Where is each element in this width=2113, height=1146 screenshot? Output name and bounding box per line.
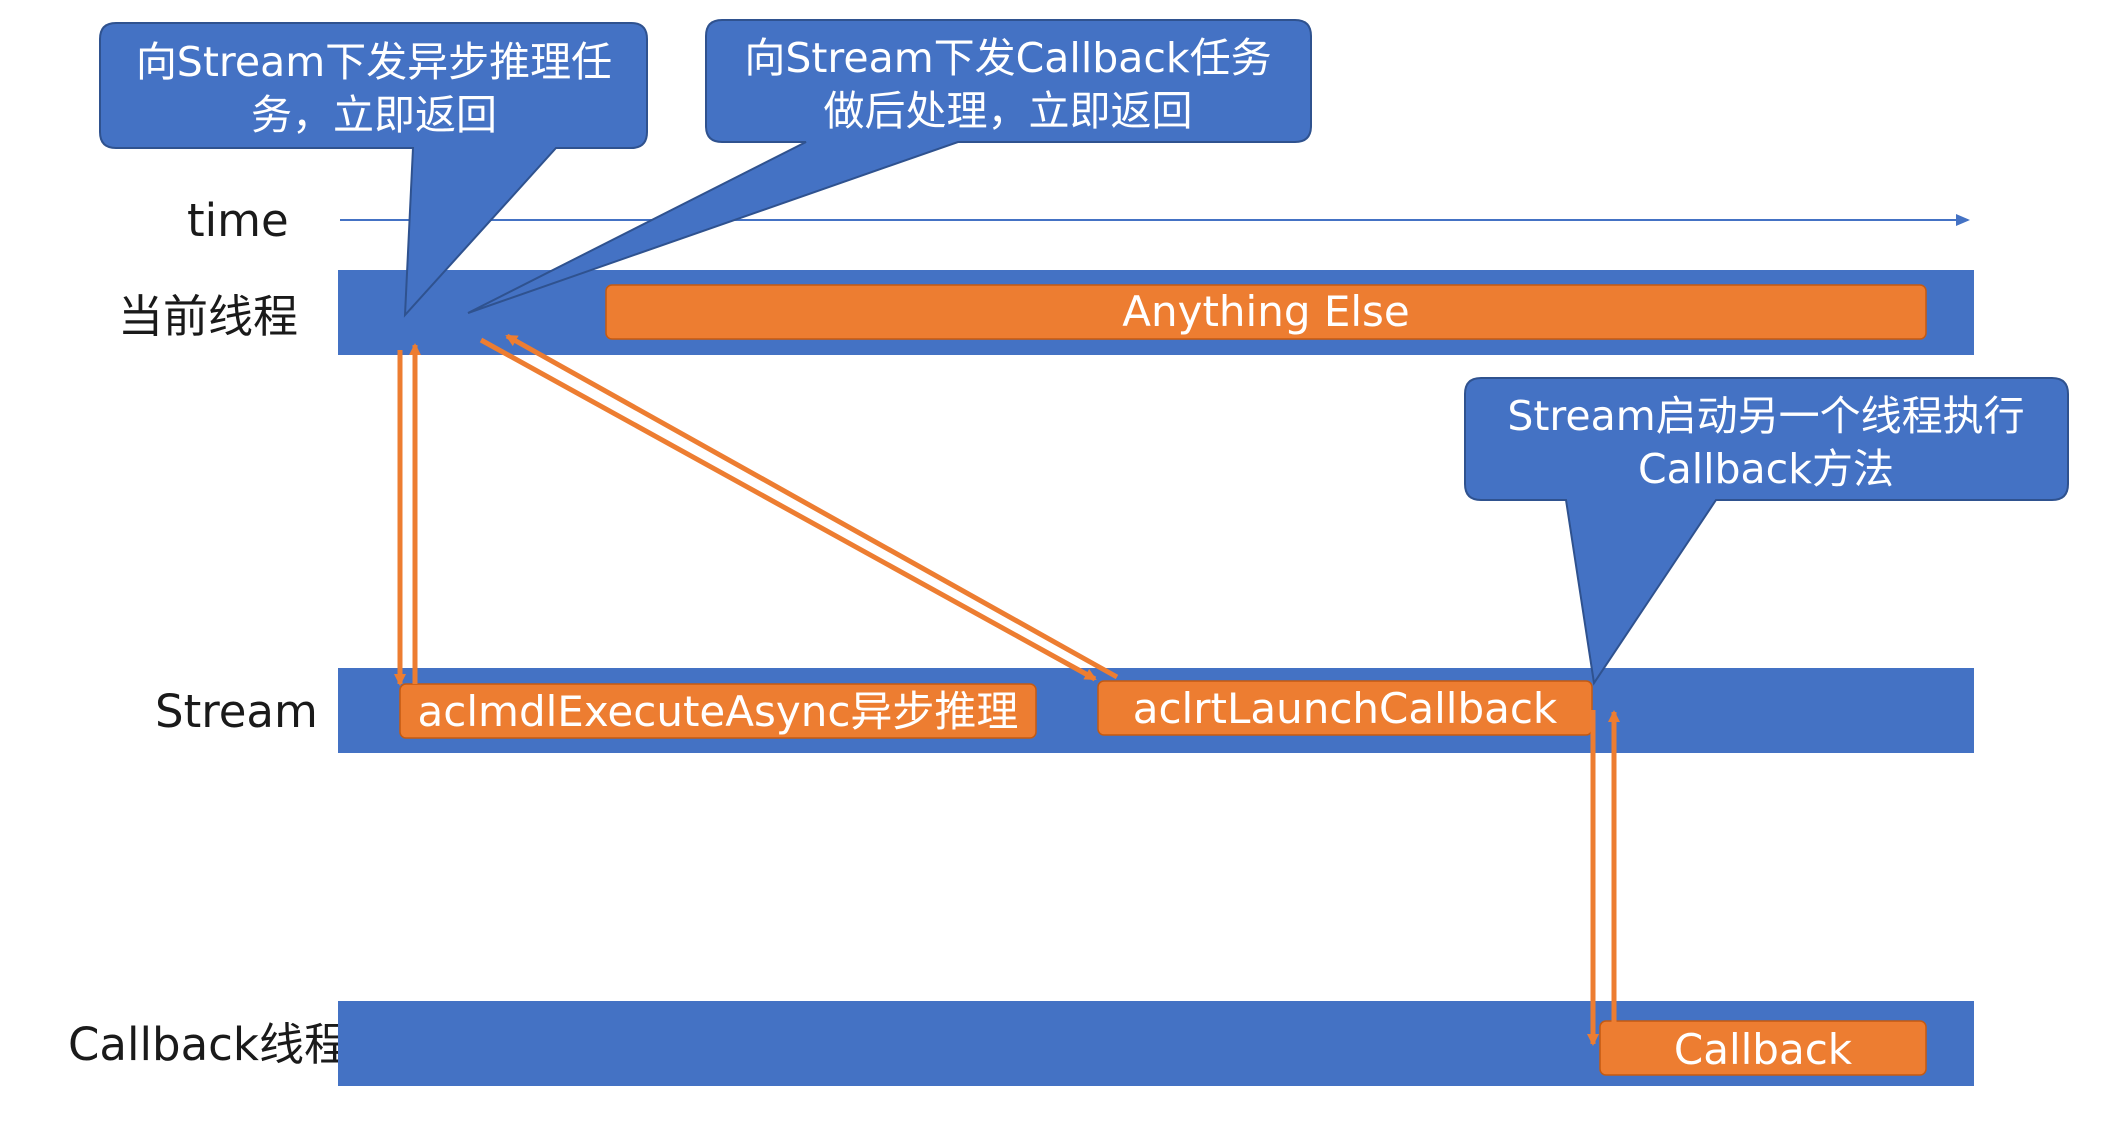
callout-stream-thread — [1464, 377, 2069, 686]
callout-stream-line1: Stream启动另一个线程执行 — [1507, 392, 2024, 440]
lane-label-callback-thread: Callback线程 — [68, 1018, 349, 1071]
callout-infer-line1: 向Stream下发异步推理任 — [136, 38, 612, 86]
arrow-dispatch-launch-callback — [479, 337, 1097, 682]
task-callback — [1599, 1020, 1927, 1076]
lane-label-current-thread: 当前线程 — [118, 290, 298, 343]
time-label: time — [187, 194, 289, 247]
task-execute-async — [399, 683, 1037, 739]
task-anything-else — [605, 284, 1927, 340]
callout-callback-dispatch — [467, 19, 1312, 314]
arrow-return-launch-callback — [505, 333, 1119, 680]
lane-label-stream: Stream — [155, 685, 318, 738]
callout-infer-line2: 务，立即返回 — [251, 91, 497, 139]
task-callback-label: Callback — [1674, 1025, 1853, 1074]
callout-stream-line2: Callback方法 — [1638, 445, 1894, 493]
callout-callback-line1: 向Stream下发Callback任务 — [744, 34, 1271, 82]
callout-infer-dispatch — [99, 22, 648, 318]
task-execute-async-label: aclmdlExecuteAsync异步推理 — [418, 687, 1019, 736]
task-anything-else-label: Anything Else — [1122, 287, 1410, 336]
callout-callback-line2: 做后处理，立即返回 — [824, 87, 1193, 135]
task-launch-callback-label: aclrtLaunchCallback — [1133, 684, 1558, 733]
task-launch-callback — [1097, 680, 1593, 736]
